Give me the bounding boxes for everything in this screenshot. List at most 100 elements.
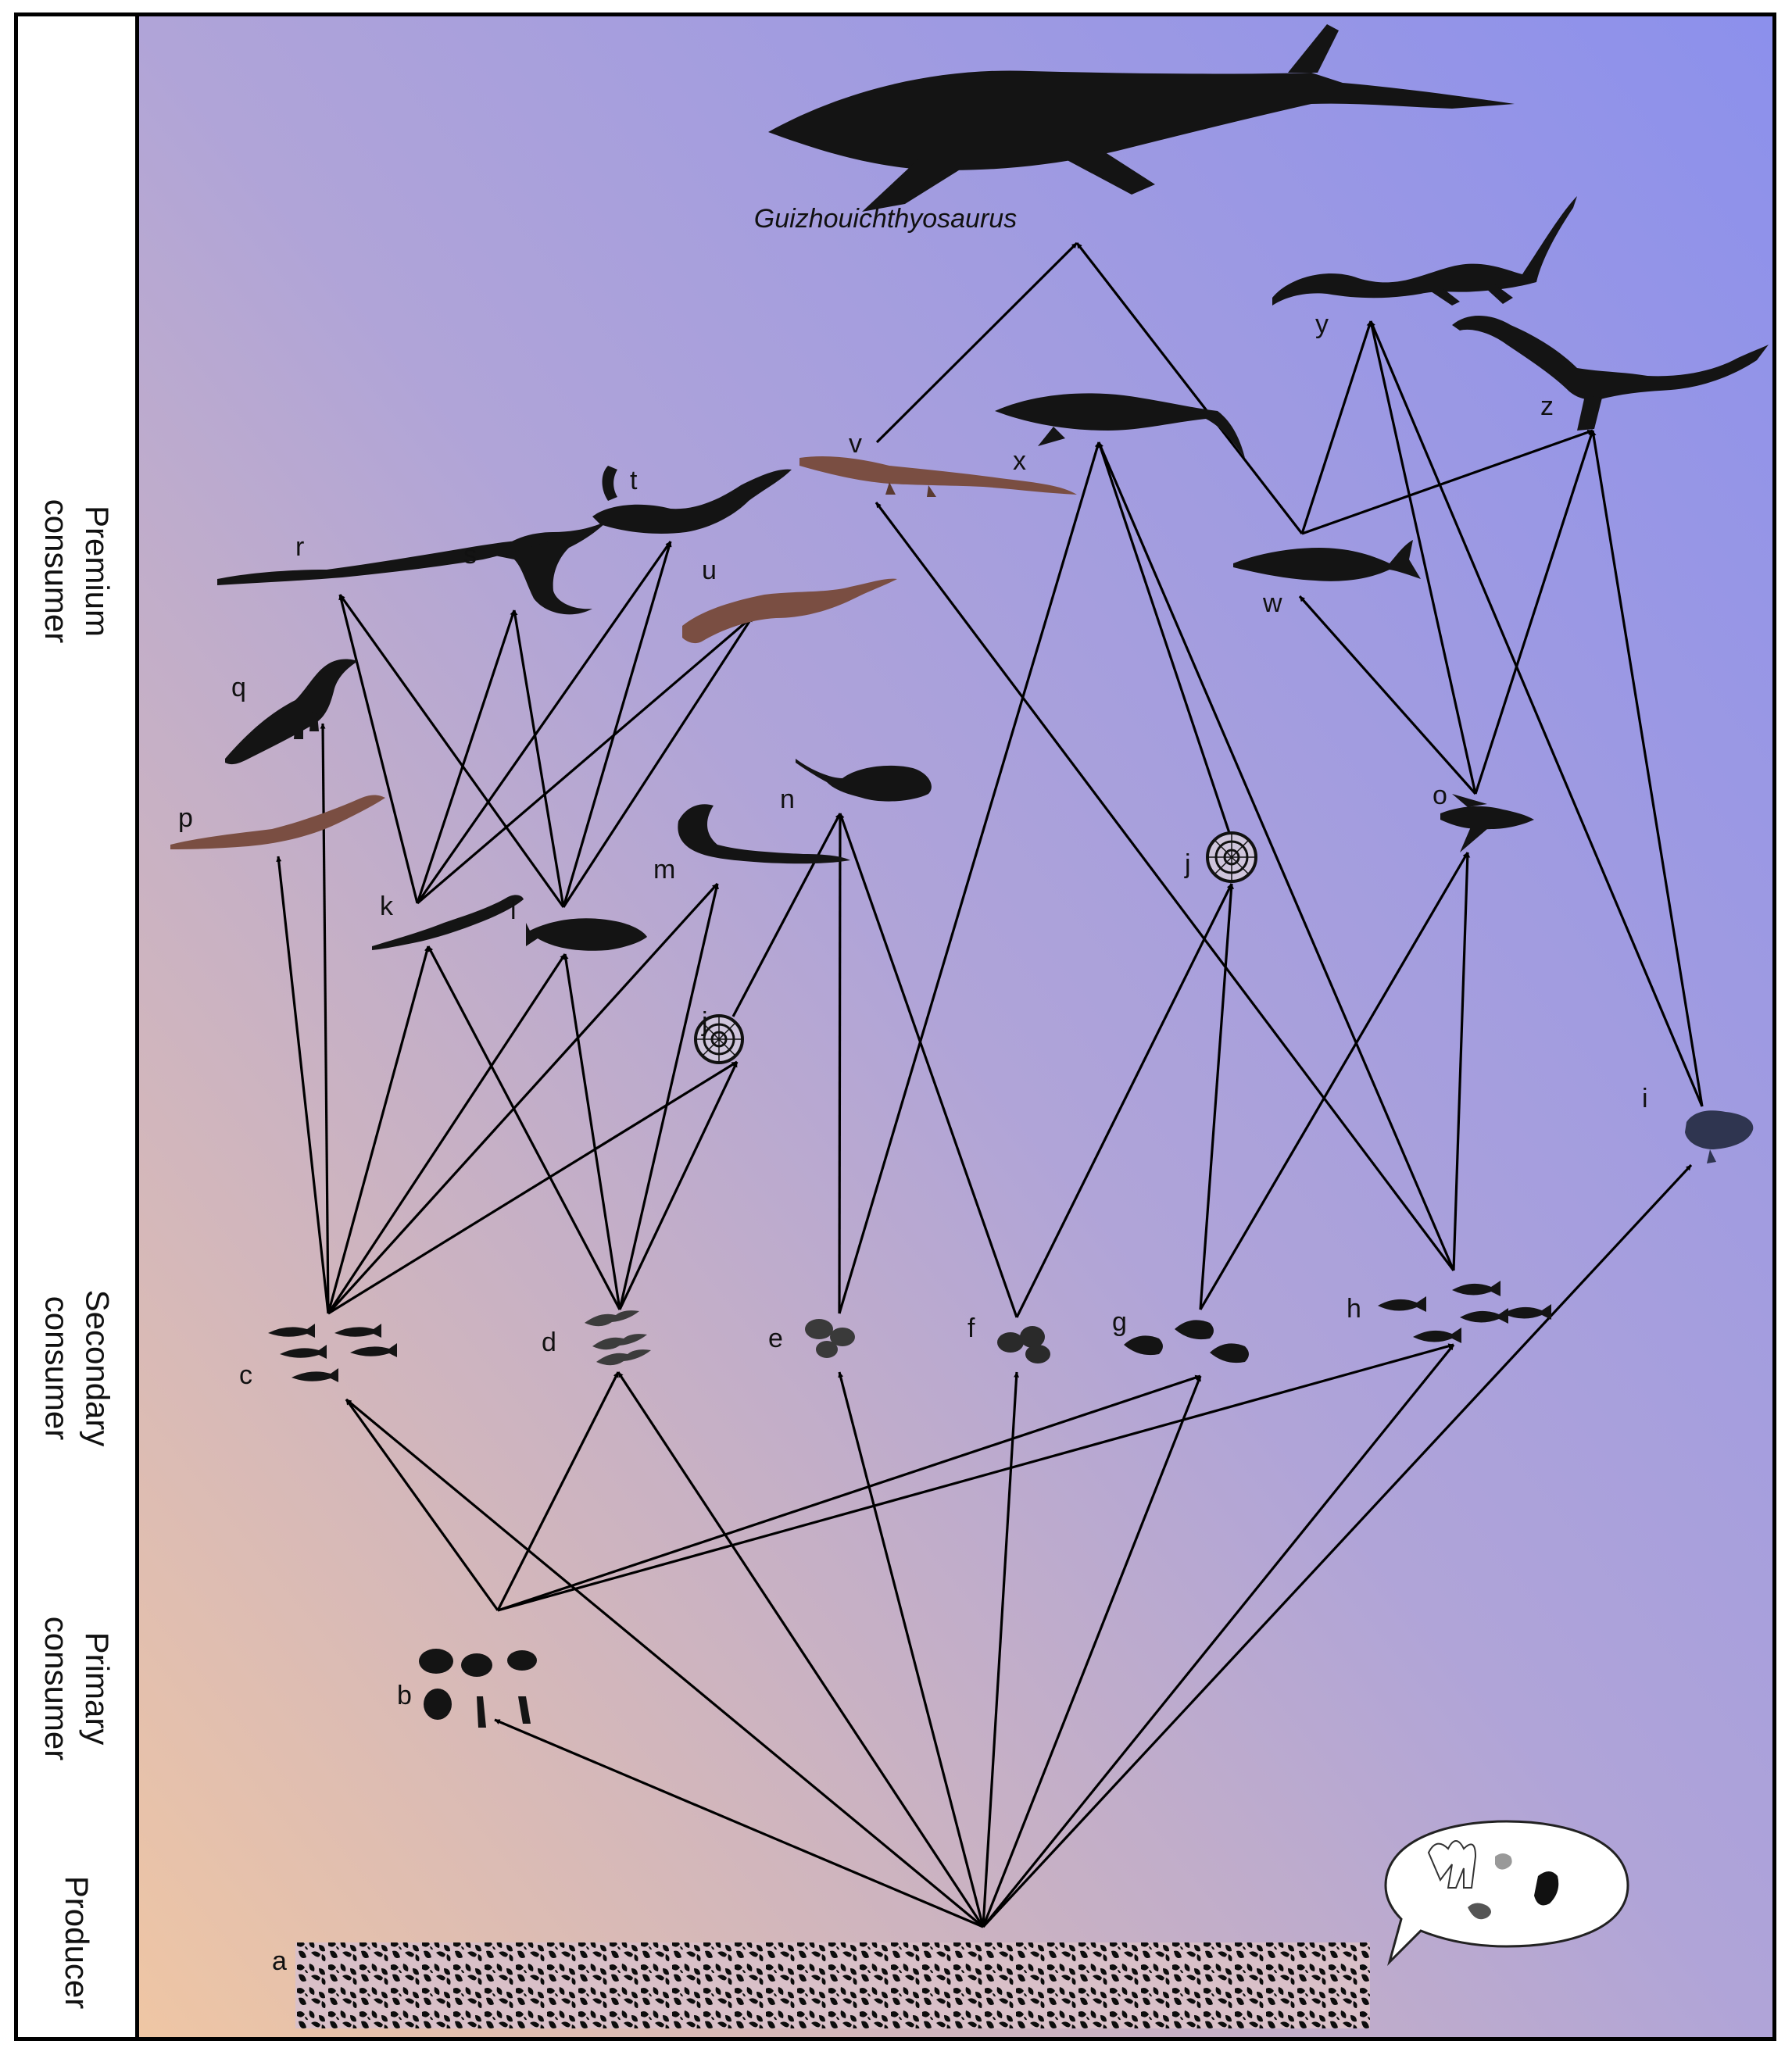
link-l-to-u [562,616,754,908]
link-l-to-s [512,609,565,908]
node-label-y: y [1315,309,1329,339]
node-label-i: i [1642,1084,1648,1113]
link-w-to-G [1075,242,1304,534]
node-label-c: c [239,1360,252,1390]
link-d-to-j1 [618,1061,739,1310]
node-label-d: d [542,1328,556,1357]
node-z-plesiosaur-silhouette [1452,315,1769,431]
link-b-to-c [345,1399,499,1611]
link-a-to-c [345,1398,985,1928]
link-o-to-z [1474,430,1594,795]
link-b-to-g [497,1374,1201,1612]
node-t-reptile-silhouette [592,466,792,534]
node-label-n: n [780,784,795,814]
node-label-f: f [968,1313,975,1343]
link-e-to-x [838,441,1100,1314]
link-a-to-f [982,1371,1020,1928]
link-f-to-j2 [1015,883,1233,1318]
link-d-to-k [427,945,621,1310]
node-label-h: h [1347,1294,1361,1324]
link-a-to-b [494,1718,984,1928]
link-k-to-t [416,541,672,904]
link-a-to-g [982,1375,1202,1928]
trophic-level-sidebar: Premium consumer Secondary consumer Prim… [18,16,139,2037]
node-label-m: m [653,855,675,885]
link-h-to-x [1097,441,1455,1271]
node-q-reptile-silhouette [225,659,358,765]
level-label-primary: Primary consumer [38,1616,116,1761]
link-f-to-n [839,813,1018,1318]
node-label-x: x [1013,446,1026,476]
link-a-to-d [617,1371,985,1928]
node-label-w: w [1262,588,1282,618]
node-label-u: u [702,556,717,585]
node-i-sponge-silhouette [1685,1110,1754,1163]
node-label-k: k [380,892,394,921]
link-l-to-t [562,541,672,908]
node-label-b: b [397,1681,412,1710]
link-d-to-m [618,883,719,1310]
node-label-z: z [1540,391,1554,421]
node-l-fish-silhouette [526,918,647,951]
node-label-r: r [295,532,304,562]
node-b-invertebrate-silhouettes [419,1649,537,1728]
algae-speech-bubble [1384,1820,1629,1967]
node-label-j-lower: j [701,1007,708,1037]
link-b-to-d [496,1371,620,1611]
link-o-to-y [1369,320,1477,795]
node-e-bivalve-silhouette [805,1319,855,1358]
level-label-secondary: Secondary consumer [38,1289,116,1447]
link-j1-to-n [731,813,842,1017]
link-l-to-r [338,594,565,908]
node-label-o: o [1433,781,1447,810]
apex-ichthyosaur-silhouette [768,24,1515,212]
node-j2-ammonite [1206,831,1257,883]
node-label-t: t [630,466,638,495]
level-label-premium: Premium consumer [38,499,116,644]
node-f-bivalve-silhouette [997,1326,1050,1363]
link-k-to-s [416,609,516,904]
link-g-to-o [1199,852,1469,1310]
food-web-diagram: Guizhouichthyosaurus a b c d e f g h i j… [139,16,1772,2037]
node-h-fish-school [1378,1281,1551,1343]
node-k-lizard-silhouette [372,895,524,950]
node-label-q: q [231,673,246,702]
node-m-reptile-silhouette [678,804,850,864]
node-g-shrimp-silhouette [1124,1320,1249,1363]
link-i-to-y [1369,320,1704,1107]
link-h-to-o [1452,852,1471,1271]
node-d-crustacean-silhouette [585,1310,651,1366]
node-label-j-upper: j [1184,849,1191,879]
link-c-to-m [327,882,719,1315]
link-h-to-v [875,502,1455,1271]
link-i-to-z [1590,430,1704,1107]
node-a-algae-band [295,1942,1370,2028]
node-y-plesiosaur-silhouette [1272,196,1577,306]
node-label-v: v [849,429,862,459]
link-o-to-w [1298,595,1477,795]
node-label-l: l [510,895,517,925]
node-u-reptile-silhouette [682,578,897,644]
node-o-flyingfish-silhouette [1440,794,1534,852]
link-e-to-n [837,813,843,1314]
food-web-panel: Guizhouichthyosaurus a b c d e f g h i j… [139,16,1772,2037]
link-a-to-e [838,1371,985,1928]
node-n-turtle-silhouette [796,759,932,802]
node-r-reptile-silhouette [217,539,553,585]
node-label-a: a [272,1946,287,1976]
link-d-to-l [563,953,621,1310]
link-c-to-k [327,945,430,1314]
link-k-to-r [338,594,419,904]
link-v-to-G [875,241,1078,444]
background-gradient [139,16,1772,2037]
link-g-to-j2 [1199,883,1235,1310]
node-label-e: e [768,1324,783,1353]
link-b-to-h [497,1343,1454,1612]
node-x-ichthyosaur-silhouette [995,393,1245,458]
link-j2-to-x [1097,441,1231,834]
link-a-to-h [982,1343,1455,1928]
link-w-to-y [1300,320,1372,534]
figure-frame: Premium consumer Secondary consumer Prim… [14,13,1776,2041]
link-k-to-u [416,615,754,905]
apex-label-guizhouichthyosaurus: Guizhouichthyosaurus [754,204,1017,234]
